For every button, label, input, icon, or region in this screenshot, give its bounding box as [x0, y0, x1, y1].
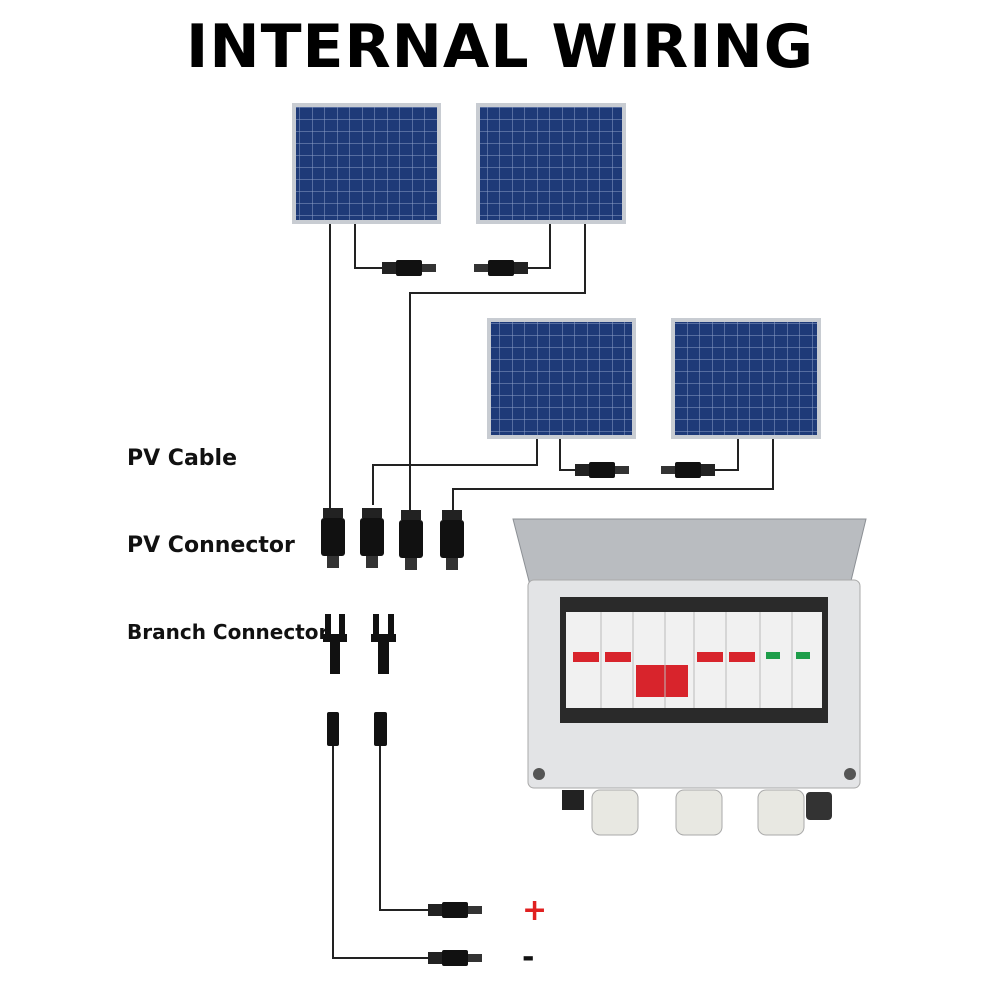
solar-panel-4 — [671, 318, 821, 439]
negative-sign: - — [522, 940, 535, 975]
solar-panel-1 — [292, 103, 441, 224]
pv-connector — [399, 510, 423, 570]
pv-cable-label: PV Cable — [127, 446, 238, 471]
mc4-connector — [661, 462, 715, 478]
branch-connector-2 — [371, 614, 396, 674]
positive-output-connector — [428, 902, 482, 918]
pv-cables — [329, 224, 774, 959]
solar-panel-3 — [487, 318, 636, 439]
branch-connector-1 — [323, 614, 347, 674]
mc4-connector — [575, 462, 629, 478]
mc4-connector — [382, 260, 436, 276]
negative-output-connector — [428, 950, 482, 966]
breaker-handle — [636, 665, 688, 697]
mc4-connector — [474, 260, 528, 276]
combiner-box — [512, 518, 867, 836]
pv-connector — [321, 508, 345, 568]
solar-panel-2 — [476, 103, 626, 224]
pv-connector-label: PV Connector — [127, 533, 295, 558]
positive-sign: + — [522, 893, 548, 928]
branch-connector-label: Branch Connector — [127, 620, 329, 644]
pv-connector — [440, 510, 464, 570]
pv-connector — [360, 508, 384, 568]
output-connectors — [327, 712, 387, 746]
page-title: INTERNAL WIRING — [186, 12, 814, 82]
